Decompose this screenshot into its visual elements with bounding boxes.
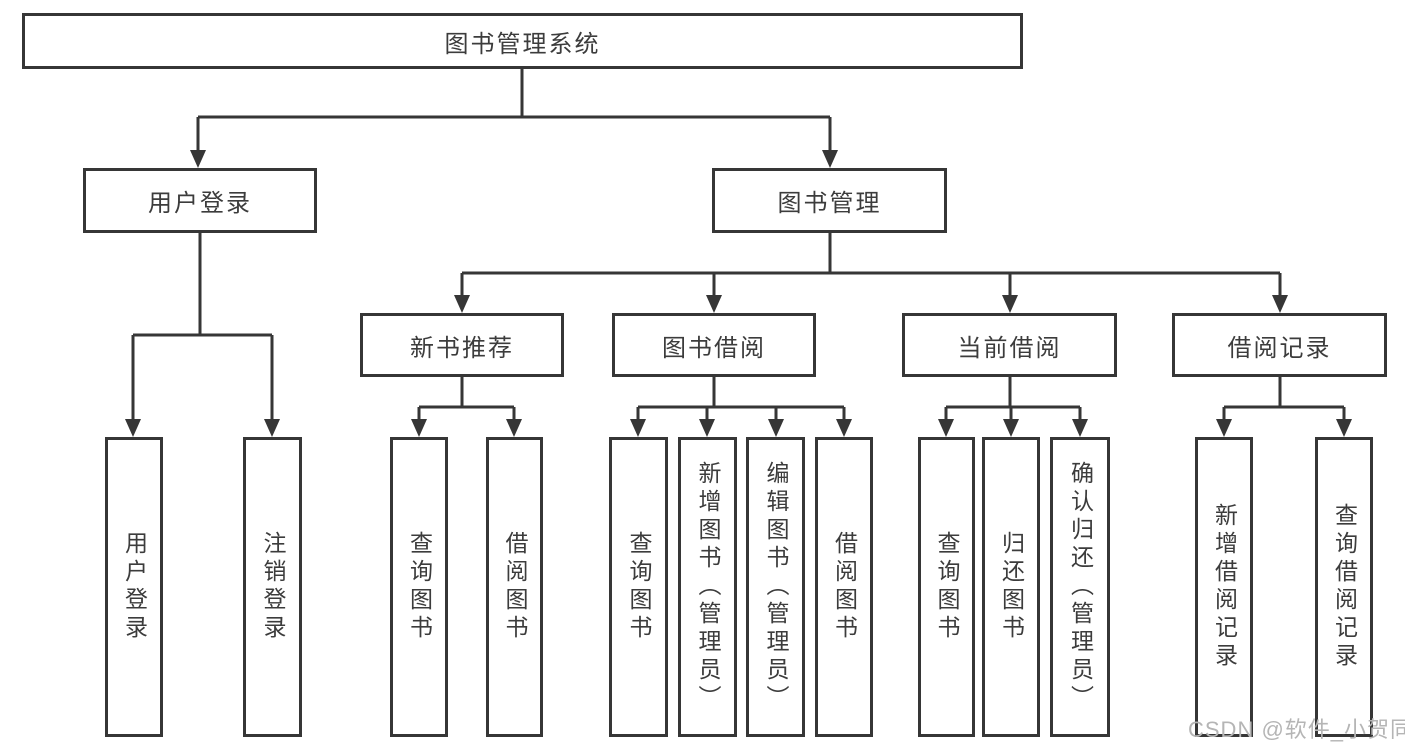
node-borrowing-records: 借阅记录 [1172,313,1387,377]
leaf-add-books-admin: 新增图书（管理员） [678,437,737,737]
leaf-query-books-recommend: 查询图书 [390,437,448,737]
tree-edges [131,69,1346,421]
node-new-book-recommend: 新书推荐 [360,313,564,377]
node-new-book-recommend-label: 新书推荐 [410,334,514,362]
leaf-borrow-books: 借阅图书 [815,437,873,737]
leaf-return-books: 归还图书 [982,437,1040,737]
node-current-borrowing-label: 当前借阅 [957,334,1062,362]
node-root-label: 图书管理系统 [444,30,601,58]
leaf-query-books-current: 查询图书 [918,437,975,737]
leaf-borrow-books-recommend: 借阅图书 [486,437,543,737]
leaf-borrow-books-recommend-label: 借阅图书 [502,531,528,643]
node-borrowing-records-label: 借阅记录 [1227,334,1332,362]
leaf-add-borrow-record-label: 新增借阅记录 [1211,503,1238,671]
leaf-confirm-return-admin: 确认归还（管理员） [1050,437,1110,737]
leaf-borrow-books-label: 借阅图书 [831,531,858,643]
leaf-query-books-borrow-label: 查询图书 [626,531,652,643]
leaf-logout: 注销登录 [243,437,302,737]
leaf-query-books-recommend-label: 查询图书 [406,531,433,643]
leaf-query-borrow-record: 查询借阅记录 [1315,437,1373,737]
node-book-borrowing-label: 图书借阅 [662,334,766,362]
node-current-borrowing: 当前借阅 [902,313,1117,377]
leaf-add-borrow-record: 新增借阅记录 [1195,437,1253,737]
leaf-confirm-return-admin-label: 确认归还（管理员） [1067,461,1094,713]
node-book-management-label: 图书管理 [777,190,882,217]
node-root-library-system: 图书管理系统 [22,13,1023,69]
leaf-query-books-borrow: 查询图书 [609,437,668,737]
node-user-login-label: 用户登录 [148,190,252,217]
leaf-logout-label: 注销登录 [260,531,286,643]
leaf-user-login-label: 用户登录 [121,531,148,643]
csdn-watermark: CSDN @软件_小贺同学 [1188,717,1405,742]
leaf-return-books-label: 归还图书 [998,531,1025,643]
leaf-add-books-admin-label: 新增图书（管理员） [695,461,721,713]
node-user-login: 用户登录 [83,168,317,233]
leaf-user-login: 用户登录 [105,437,163,737]
node-book-management: 图书管理 [712,168,947,233]
leaf-query-books-current-label: 查询图书 [934,531,960,643]
node-book-borrowing: 图书借阅 [612,313,816,377]
leaf-edit-books-admin: 编辑图书（管理员） [746,437,805,737]
leaf-edit-books-admin-label: 编辑图书（管理员） [763,461,789,713]
leaf-query-borrow-record-label: 查询借阅记录 [1331,503,1358,671]
